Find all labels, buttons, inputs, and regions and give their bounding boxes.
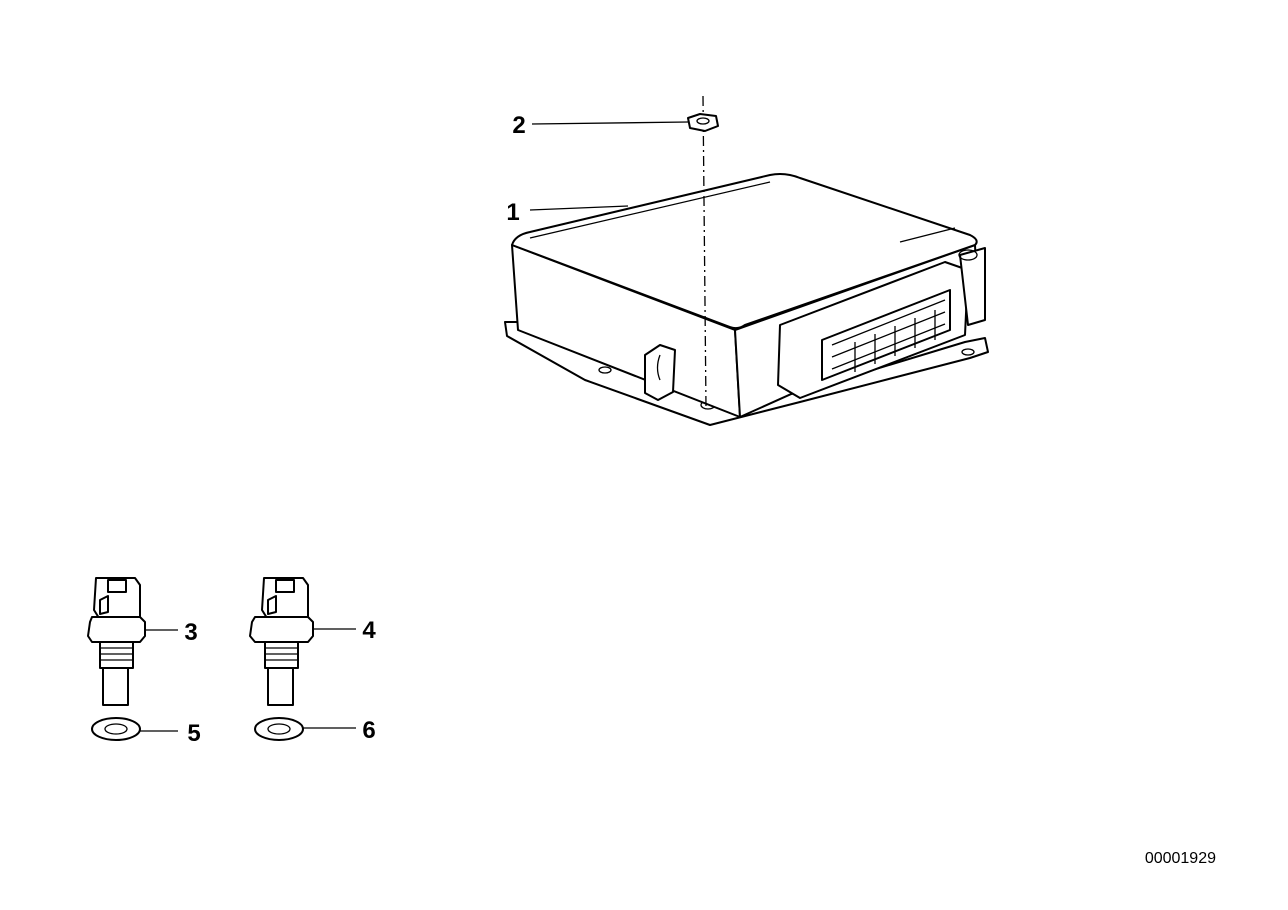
temperature-sensor-right-drawing [249,577,314,706]
callout-3: 3 [184,619,197,646]
callout-2: 2 [512,112,525,139]
callout-4: 4 [362,617,376,644]
catalog-number: 00001929 [1145,850,1216,867]
sealing-washer-right-drawing [254,717,304,741]
sealing-washer-left-drawing [91,717,141,741]
temperature-sensor-left-drawing [87,577,146,706]
hex-nut-drawing [687,95,719,409]
callout-5: 5 [187,720,200,747]
callout-1: 1 [506,199,519,226]
leader-lines [140,121,689,732]
control-unit-drawing [504,173,989,426]
callout-6: 6 [362,717,375,744]
